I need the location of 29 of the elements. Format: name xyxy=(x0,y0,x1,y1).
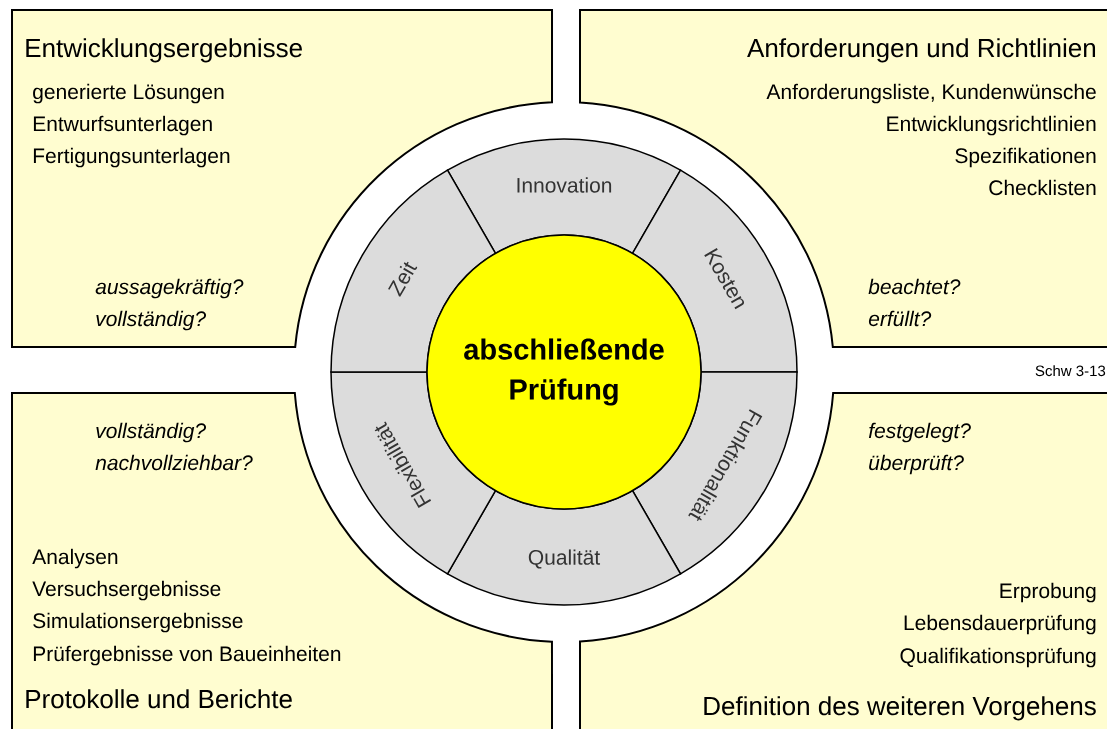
list-item: Lebensdauerprüfung xyxy=(904,614,1096,635)
panel-heading: Protokolle und Berichte xyxy=(26,689,292,709)
list-item: Analysen xyxy=(32,548,118,569)
question-text: nachvollziehbar? xyxy=(95,454,253,471)
list-item: Prüfergebnisse von Baueinheiten xyxy=(33,645,341,666)
question-text: erfüllt? xyxy=(868,310,932,327)
question-text: beachtet? xyxy=(868,278,961,295)
ring-segment: Qualität xyxy=(446,489,682,606)
ring-segment: Innovation xyxy=(446,138,682,255)
list-item: Anforderungsliste, Kundenwünsche xyxy=(766,83,1096,104)
list-item: Simulationsergebnisse xyxy=(33,612,243,633)
question-text: vollständig? xyxy=(96,422,207,443)
list-item: Versuchsergebnisse xyxy=(32,580,221,601)
panel-heading: Anforderungen und Richtlinien xyxy=(747,38,1096,63)
list-item: Spezifikationen xyxy=(955,147,1096,168)
question-text: aussagekräftig? xyxy=(95,278,244,299)
question-text: festgelegt? xyxy=(868,422,971,443)
question-text: vollständig? xyxy=(96,310,207,331)
list-item: Checklisten xyxy=(989,179,1096,196)
list-item: Qualifikationsprüfung xyxy=(900,647,1096,668)
panel-heading: Definition des weiteren Vorgehens xyxy=(704,696,1096,721)
panel-heading: Entwicklungsergebnisse xyxy=(26,38,302,63)
list-item: Entwicklungsrichtlinien xyxy=(887,115,1096,136)
figure-code: Schw 3-13 xyxy=(1035,365,1106,377)
list-item: generierte Lösungen xyxy=(33,83,224,104)
question-text: überprüft? xyxy=(869,454,964,475)
list-item: Entwurfsunterlagen xyxy=(33,115,212,136)
list-item: Erprobung xyxy=(1000,582,1096,603)
list-item: Fertigungsunterlagen xyxy=(33,147,230,168)
